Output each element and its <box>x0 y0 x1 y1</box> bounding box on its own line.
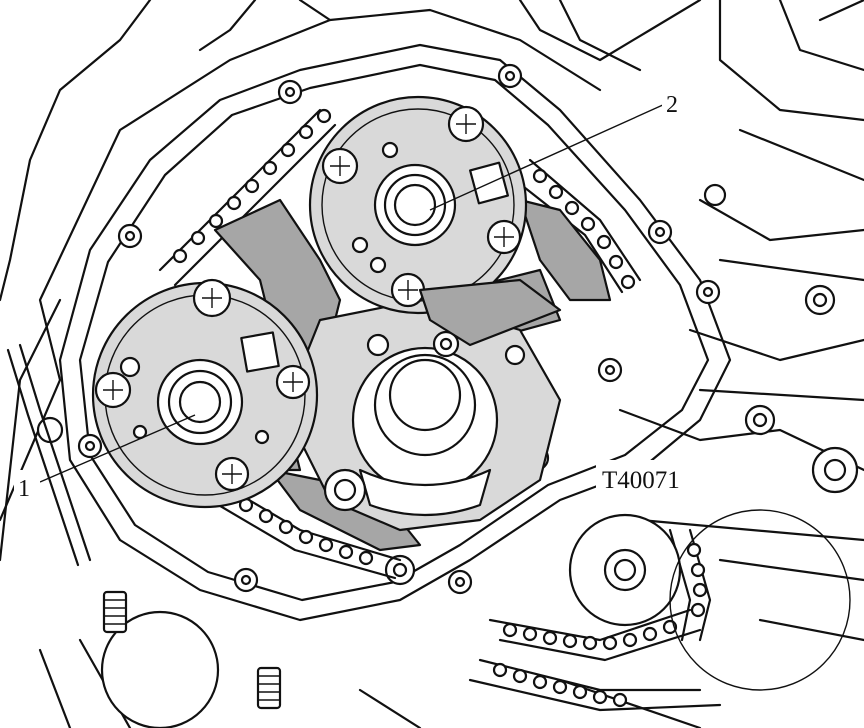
camshaft-adjuster-1 <box>91 278 319 509</box>
callout-1-leader <box>39 414 196 483</box>
gasket-bolt-holes <box>77 63 721 595</box>
lower-sprocket <box>568 183 859 691</box>
central-housing <box>298 298 562 532</box>
timing-chain <box>158 108 722 712</box>
callout-leaders <box>39 103 666 483</box>
lower-left-studs <box>6 343 282 728</box>
callout-2-leader <box>429 103 666 211</box>
camshaft-adjuster-2 <box>308 95 562 347</box>
figure-code-label: T40071 <box>602 467 680 494</box>
callout-1-label: 1 <box>18 476 30 502</box>
callout-2-label: 2 <box>666 92 678 118</box>
